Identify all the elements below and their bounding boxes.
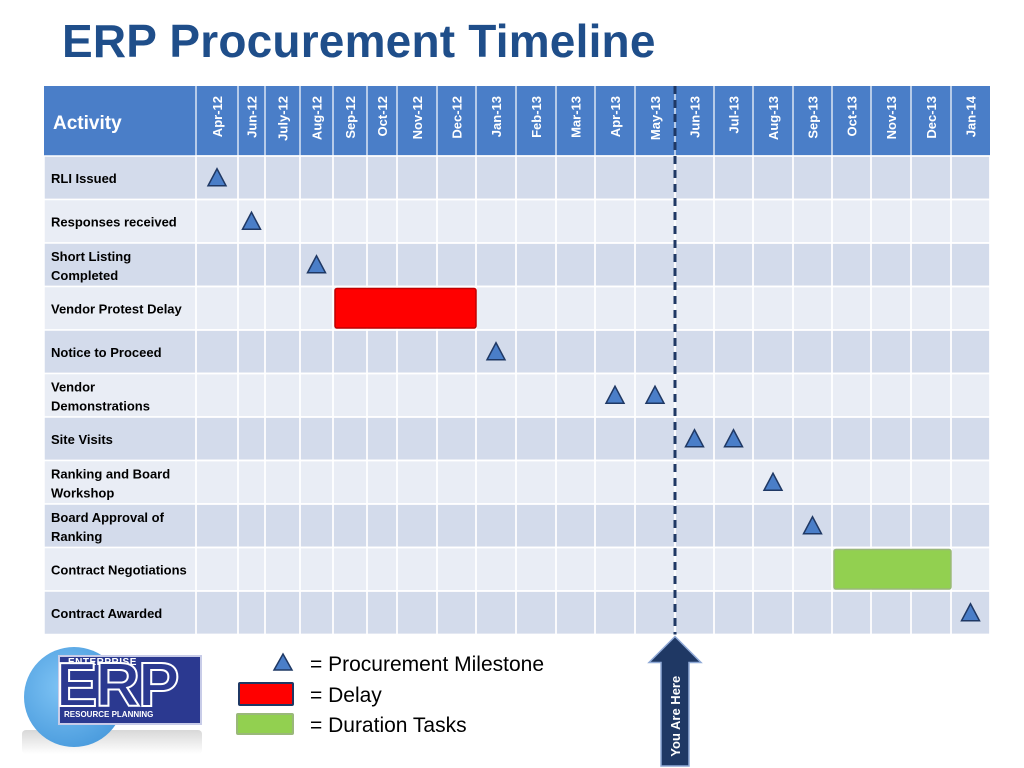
- table-row: [43, 329, 991, 375]
- logo-top-text: ENTERPRISE: [68, 657, 137, 668]
- table-row: [43, 155, 991, 201]
- legend-duration-label: = Duration Tasks: [310, 714, 467, 737]
- month-label: July-12: [276, 96, 291, 141]
- month-label: Dec-12: [450, 96, 465, 139]
- grid-cell: [950, 590, 991, 636]
- table-row: [43, 285, 991, 331]
- activity-label: Vendor Protest Delay: [51, 301, 183, 316]
- table-row: [43, 242, 991, 288]
- legend-duration-swatch: [236, 713, 294, 735]
- milestone-marker: [684, 428, 705, 448]
- milestone-marker: [762, 471, 784, 491]
- month-label: Jan-14: [964, 95, 979, 137]
- milestone-marker: [644, 384, 666, 404]
- month-label: Apr-12: [210, 96, 225, 137]
- activity-label: Site Visits: [51, 432, 113, 447]
- delay-bar: [334, 287, 477, 329]
- legend-delay-label: = Delay: [310, 684, 382, 707]
- activity-label: Notice to Proceed: [51, 345, 162, 360]
- month-label: Dec-13: [924, 96, 939, 139]
- legend-delay-swatch: [238, 682, 294, 706]
- legend-milestone-icon: [272, 652, 294, 671]
- table-row: [43, 503, 991, 549]
- activity-label: Responses received: [51, 214, 177, 229]
- page-title: ERP Procurement Timeline: [62, 15, 656, 67]
- legend-milestone-label: = Procurement Milestone: [310, 653, 545, 676]
- activity-label: Vendor: [51, 380, 95, 395]
- milestone-marker: [960, 602, 981, 622]
- table-row: [43, 459, 991, 505]
- milestone-marker: [206, 167, 228, 187]
- milestone-marker: [802, 515, 823, 535]
- month-label: Mar-13: [569, 96, 584, 138]
- month-label: Feb-13: [529, 96, 544, 138]
- table-row: [43, 198, 991, 244]
- logo-bottom-text: RESOURCE PLANNING: [62, 709, 156, 720]
- milestone-marker: [604, 384, 626, 404]
- month-label: Aug-12: [310, 96, 325, 140]
- erp-logo: ENTERPRISE ERP RESOURCE PLANNING: [20, 645, 202, 755]
- activity-label: Contract Negotiations: [51, 562, 187, 577]
- month-label: May-13: [648, 96, 663, 140]
- month-label: Jan-13: [489, 96, 504, 137]
- activity-header: Activity: [53, 113, 122, 134]
- month-label: Oct-12: [375, 96, 390, 136]
- activity-label: Ranking: [51, 529, 102, 544]
- activity-label: Workshop: [51, 486, 114, 501]
- month-label: Apr-13: [608, 96, 623, 137]
- activity-label: Short Listing: [51, 249, 131, 264]
- month-label: Nov-12: [410, 96, 425, 139]
- logo-big-text: ERP: [55, 651, 181, 720]
- you-are-here-label: You Are Here: [668, 676, 683, 757]
- activity-label: Completed: [51, 268, 118, 283]
- month-label: Oct-13: [845, 96, 860, 136]
- milestone-marker: [241, 210, 262, 230]
- you-are-here-arrow: [647, 635, 703, 767]
- milestone-marker: [723, 428, 744, 448]
- duration-bar: [833, 548, 952, 590]
- table-row: [43, 416, 991, 462]
- milestone-marker: [306, 254, 327, 274]
- month-label: Jun-13: [688, 96, 703, 138]
- activity-label: RLI Issued: [51, 171, 117, 186]
- table-row: [43, 590, 991, 636]
- activity-label: Contract Awarded: [51, 606, 162, 621]
- table-row: [43, 372, 991, 418]
- activity-label: Ranking and Board: [51, 467, 170, 482]
- month-label: Aug-13: [766, 96, 781, 140]
- month-label: Nov-13: [884, 96, 899, 139]
- month-label: Sep-13: [806, 96, 821, 139]
- milestone-marker: [485, 341, 507, 361]
- month-label: Jun-12: [245, 96, 260, 138]
- month-label: Sep-12: [343, 96, 358, 139]
- activity-label: Board Approval of: [51, 510, 165, 525]
- month-label: Jul-13: [727, 96, 742, 134]
- activity-label: Demonstrations: [51, 399, 150, 414]
